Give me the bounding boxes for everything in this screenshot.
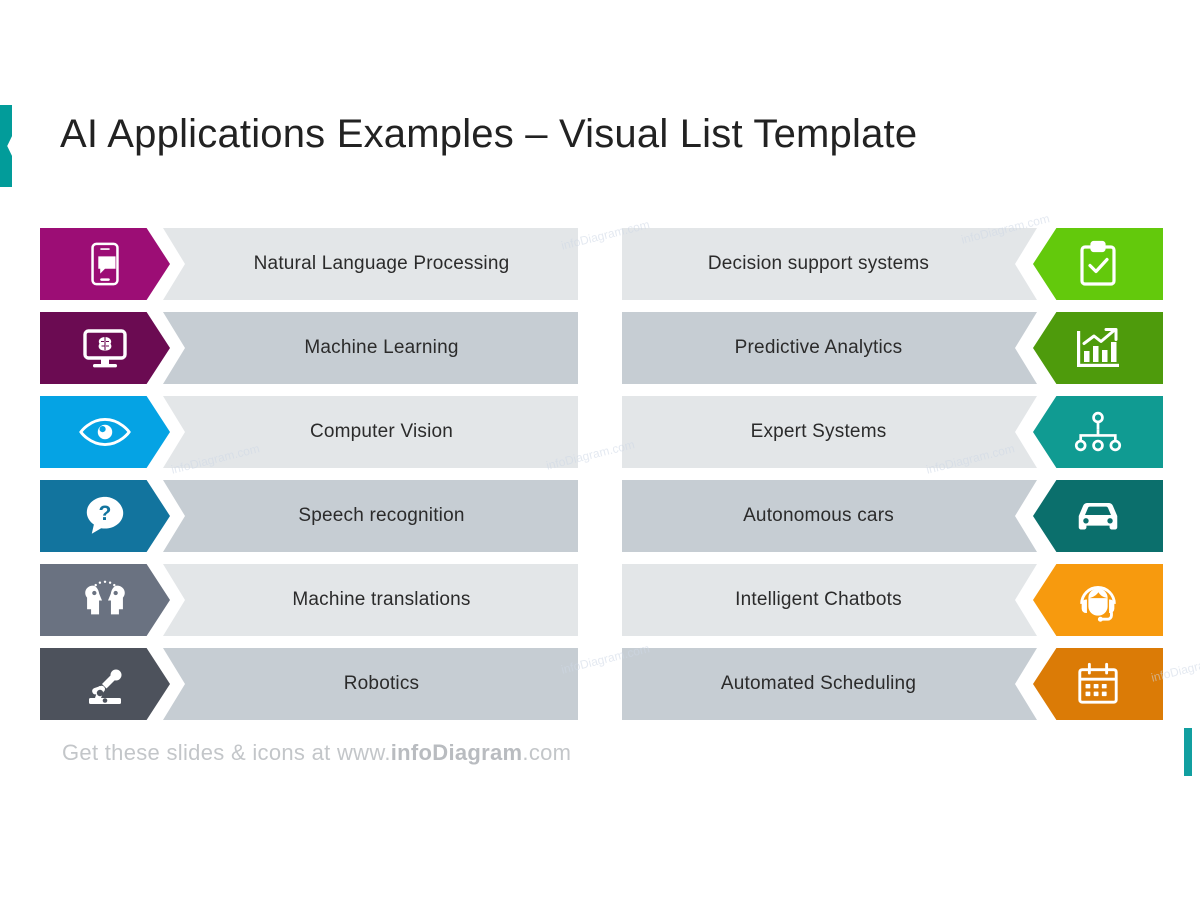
list-item-bar[interactable]: Computer Vision xyxy=(163,396,578,468)
accent-bar-left xyxy=(0,105,12,187)
robot-arm-icon xyxy=(81,660,129,708)
list-item[interactable]: Computer Vision xyxy=(40,396,578,468)
list-item-icon-badge[interactable] xyxy=(40,396,170,468)
list-item-label: Expert Systems xyxy=(750,421,887,442)
clipboard-check-icon xyxy=(1075,240,1121,288)
list-item[interactable]: Natural Language Processing xyxy=(40,228,578,300)
list-item[interactable]: Expert Systems xyxy=(622,396,1163,468)
list-item-icon-badge[interactable] xyxy=(1033,564,1163,636)
list-item-bar[interactable]: Autonomous cars xyxy=(622,480,1037,552)
list-item-icon-badge[interactable] xyxy=(1033,396,1163,468)
page-title: AI Applications Examples – Visual List T… xyxy=(60,112,918,156)
list-item-label: Machine translations xyxy=(292,589,471,610)
list-item-label: Autonomous cars xyxy=(743,505,894,526)
list-item-label: Speech recognition xyxy=(298,505,465,526)
list-item-label: Computer Vision xyxy=(309,421,454,442)
list-item-icon-badge[interactable] xyxy=(40,312,170,384)
list-item-icon-badge[interactable]: ? xyxy=(40,480,170,552)
question-bubble-icon: ? xyxy=(82,493,128,539)
hierarchy-tree-icon xyxy=(1073,411,1123,453)
list-item-label: Automated Scheduling xyxy=(720,673,917,694)
list-item-bar[interactable]: Robotics xyxy=(163,648,578,720)
bar-chart-arrow-icon xyxy=(1074,325,1122,371)
list-item-icon-badge[interactable] xyxy=(1033,228,1163,300)
list-item-label: Natural Language Processing xyxy=(253,253,510,274)
list-item-icon-badge[interactable] xyxy=(40,648,170,720)
footer-brand: infoDiagram xyxy=(390,740,523,765)
footer-prefix: Get these slides & icons at www. xyxy=(62,740,391,765)
list-item[interactable]: Machine translations xyxy=(40,564,578,636)
list-item-bar[interactable]: Decision support systems xyxy=(622,228,1037,300)
list-item-label: Decision support systems xyxy=(707,253,930,274)
list-item-icon-badge[interactable] xyxy=(40,564,170,636)
list-item-bar[interactable]: Natural Language Processing xyxy=(163,228,578,300)
list-item[interactable]: Intelligent Chatbots xyxy=(622,564,1163,636)
list-item-bar[interactable]: Predictive Analytics xyxy=(622,312,1037,384)
list-item-label: Machine Learning xyxy=(304,337,459,358)
monitor-brain-icon xyxy=(81,324,129,372)
footer-suffix: .com xyxy=(522,740,572,765)
car-icon xyxy=(1072,496,1124,536)
list-item[interactable]: Automated Scheduling xyxy=(622,648,1163,720)
smartphone-chat-icon xyxy=(82,241,128,287)
list-item-label: Robotics xyxy=(343,673,420,694)
list-item-bar[interactable]: Machine translations xyxy=(163,564,578,636)
svg-text:?: ? xyxy=(99,502,112,525)
two-heads-icon xyxy=(79,578,131,622)
list-item-bar[interactable]: Speech recognition xyxy=(163,480,578,552)
list-item-bar[interactable]: Intelligent Chatbots xyxy=(622,564,1037,636)
list-item[interactable]: Robotics xyxy=(40,648,578,720)
list-item-icon-badge[interactable] xyxy=(1033,648,1163,720)
list-item-label: Intelligent Chatbots xyxy=(735,589,902,610)
list-item[interactable]: Predictive Analytics xyxy=(622,312,1163,384)
eye-icon xyxy=(78,412,132,452)
list-item[interactable]: Decision support systems xyxy=(622,228,1163,300)
list-item[interactable]: Machine Learning xyxy=(40,312,578,384)
accent-bar-right xyxy=(1184,728,1192,776)
list-item[interactable]: Speech recognition? xyxy=(40,480,578,552)
list-item-label: Predictive Analytics xyxy=(734,337,903,358)
headset-agent-icon xyxy=(1073,575,1123,625)
footer-credit: Get these slides & icons at www.infoDiag… xyxy=(62,740,571,766)
list-item-bar[interactable]: Expert Systems xyxy=(622,396,1037,468)
list-item-bar[interactable]: Automated Scheduling xyxy=(622,648,1037,720)
calendar-icon xyxy=(1075,661,1121,707)
list-item-icon-badge[interactable] xyxy=(1033,480,1163,552)
list-item[interactable]: Autonomous cars xyxy=(622,480,1163,552)
list-item-bar[interactable]: Machine Learning xyxy=(163,312,578,384)
list-item-icon-badge[interactable] xyxy=(1033,312,1163,384)
list-item-icon-badge[interactable] xyxy=(40,228,170,300)
